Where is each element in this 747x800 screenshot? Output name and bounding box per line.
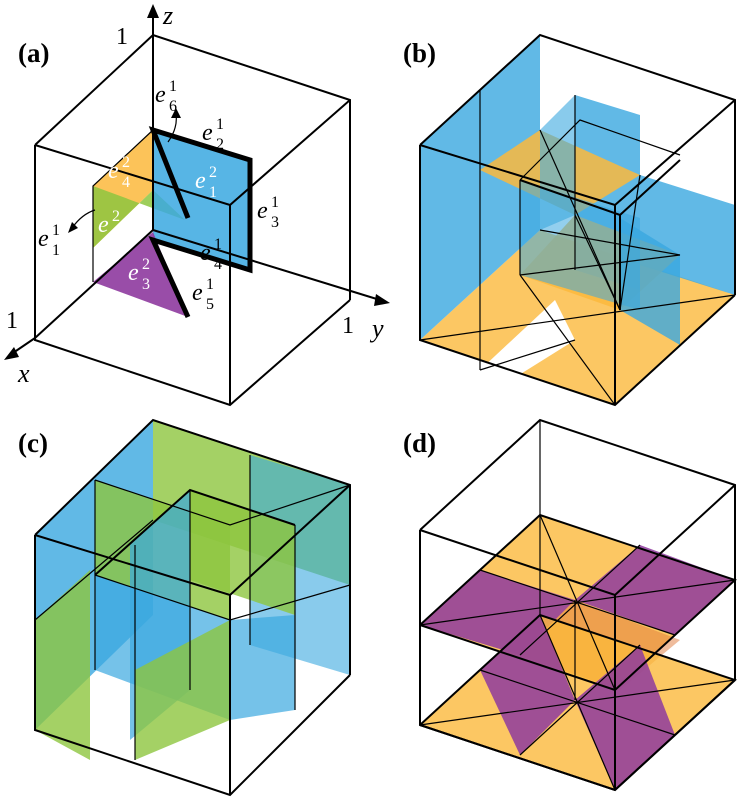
- svg-text:e: e: [108, 158, 119, 184]
- svg-text:2: 2: [112, 228, 120, 245]
- svg-text:e: e: [200, 240, 211, 266]
- svg-text:e: e: [38, 226, 49, 252]
- z-arrow: [147, 4, 159, 18]
- svg-text:2: 2: [122, 154, 130, 171]
- svg-text:2: 2: [142, 256, 150, 273]
- inner-lines-d: [419, 514, 736, 791]
- face-e23-purple: [93, 232, 188, 317]
- svg-text:1: 1: [271, 194, 279, 211]
- thick-edge-path: [148, 126, 253, 319]
- e11-arrowhead: [68, 222, 78, 233]
- y-arrow: [374, 294, 390, 306]
- label-e23: e 2 3: [128, 256, 150, 293]
- cube-d-front: [419, 530, 736, 792]
- cube-c-back: [34, 418, 351, 675]
- cube-a-back-edges: [34, 33, 351, 300]
- panel-d-label: (d): [403, 428, 436, 458]
- label-e14: e 1 4: [200, 236, 222, 273]
- svg-text:6: 6: [169, 98, 177, 115]
- panel-c: (c): [18, 418, 351, 797]
- thin-edges-a: [92, 129, 154, 282]
- x-tick-label: 1: [6, 308, 18, 334]
- panel-d: (d): [403, 418, 737, 792]
- z-tick-label: 1: [116, 24, 128, 50]
- panel-b-label: (b): [403, 38, 436, 68]
- svg-text:3: 3: [142, 276, 150, 293]
- svg-text:2: 2: [112, 208, 120, 225]
- svg-text:e: e: [155, 82, 166, 108]
- svg-text:2: 2: [216, 136, 224, 153]
- cube-a-front-edges: [34, 145, 351, 407]
- cube-d-back: [419, 418, 736, 680]
- y-axis-label: y: [369, 314, 384, 343]
- x-arrow: [4, 347, 19, 360]
- cube-b-front: [419, 145, 736, 407]
- svg-text:e: e: [195, 168, 206, 194]
- e11-arrow: [71, 209, 96, 229]
- inner-green-c-3: [135, 620, 230, 760]
- x-axis-label: x: [17, 359, 30, 388]
- label-e16: e 1 6: [155, 78, 177, 115]
- label-e24: e 2 4: [108, 154, 130, 191]
- label-e13: e 1 3: [257, 194, 279, 231]
- wall-c-left-bottom: [35, 570, 90, 760]
- z-axis-label: z: [162, 1, 173, 30]
- svg-text:1: 1: [206, 276, 214, 293]
- inner-edge-c: [94, 488, 296, 576]
- svg-text:e: e: [192, 280, 203, 306]
- svg-text:e: e: [98, 212, 109, 238]
- inner-blue-c-3: [230, 615, 295, 720]
- label-e11: e 1 1: [38, 222, 60, 259]
- svg-text:1: 1: [169, 78, 177, 95]
- cube-b-back: [419, 33, 736, 295]
- panel-a-label: (a): [18, 38, 49, 68]
- svg-text:4: 4: [122, 174, 130, 191]
- lower-purple-left-d: [480, 615, 575, 755]
- svg-text:3: 3: [271, 214, 279, 231]
- svg-text:4: 4: [214, 256, 222, 273]
- svg-text:5: 5: [206, 296, 214, 313]
- cube-c-front: [34, 535, 351, 797]
- x-axis-back: [34, 229, 154, 339]
- label-e21: e 2 1: [195, 164, 217, 201]
- label-e12: e 1 2: [202, 116, 224, 153]
- inner-lines-b: [419, 90, 736, 406]
- svg-text:1: 1: [52, 222, 60, 239]
- e16-arrowhead: [171, 108, 181, 118]
- panel-a: (a) z 1 y 1 x 1 e 1 6 e 1 2 e 2 4 e 2 1 …: [4, 1, 390, 407]
- face-e21-blue: [153, 130, 250, 270]
- y-axis: [152, 229, 381, 301]
- svg-text:1: 1: [214, 236, 222, 253]
- svg-text:1: 1: [52, 242, 60, 259]
- label-e15: e 1 5: [192, 276, 214, 313]
- svg-text:e: e: [202, 120, 213, 146]
- panel-b: (b): [403, 33, 736, 407]
- label-e22: e 2 2: [98, 208, 120, 245]
- svg-text:1: 1: [209, 184, 217, 201]
- svg-text:e: e: [257, 198, 268, 224]
- y-tick-label: 1: [342, 313, 354, 339]
- svg-text:1: 1: [216, 116, 224, 133]
- inner-green-c-2: [190, 490, 295, 615]
- inner-blue-side-b: [620, 218, 680, 345]
- panel-c-label: (c): [18, 428, 48, 458]
- svg-text:e: e: [128, 260, 139, 286]
- svg-text:2: 2: [209, 164, 217, 181]
